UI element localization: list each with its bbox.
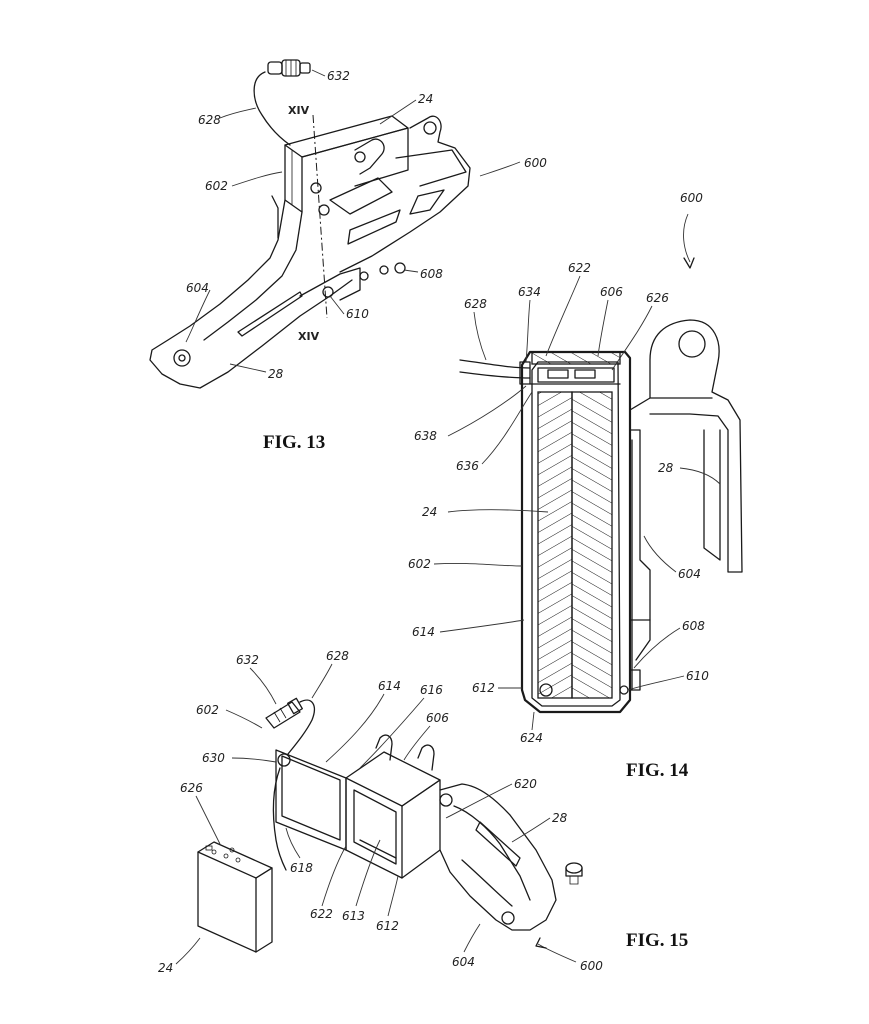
label-600c: 600 (580, 959, 603, 973)
fig15-derailleur-arm (439, 783, 557, 931)
fig13-derailleur-body (149, 115, 471, 389)
fig14-housing (520, 350, 632, 714)
label-608b: 608 (682, 619, 705, 633)
fig13-connector (267, 59, 311, 77)
label-638: 638 (414, 429, 437, 443)
fig15-cable-618 (272, 767, 287, 871)
label-632: 632 (327, 69, 350, 83)
fig15-leader-lines (175, 663, 577, 965)
label-622: 622 (568, 261, 591, 275)
fig14-bracket (619, 319, 743, 695)
label-606c: 606 (426, 711, 449, 725)
label-608: 608 (420, 267, 443, 281)
label-614b: 614 (412, 625, 435, 639)
label-618: 618 (290, 861, 313, 875)
fig14-battery (537, 391, 613, 699)
fig13-cable (253, 71, 291, 146)
label-28: 28 (268, 367, 284, 381)
label-604b: 604 (678, 567, 701, 581)
fig15-battery (197, 841, 273, 953)
label-606: 606 (600, 285, 623, 299)
fig14-leader-lines (433, 275, 721, 731)
label-24c: 24 (158, 961, 173, 975)
fig15-cable (287, 699, 315, 755)
label-613: 613 (342, 909, 365, 923)
label-614c: 614 (378, 679, 401, 693)
figure-13: 632 628 24 XIV 600 602 608 604 610 XIV 2… (149, 59, 547, 453)
label-604: 604 (186, 281, 209, 295)
label-612b: 612 (472, 681, 495, 695)
label-24b: 24 (422, 505, 437, 519)
label-xiv-bottom: XIV (298, 330, 320, 343)
label-622c: 622 (310, 907, 333, 921)
fig15-screw (565, 862, 583, 885)
label-602c: 602 (196, 703, 219, 717)
label-602b: 602 (408, 557, 431, 571)
label-600: 600 (524, 156, 547, 170)
fig14-cable (459, 359, 531, 369)
fig15-housing (345, 734, 441, 879)
fig15-title: FIG. 15 (626, 930, 688, 951)
label-24: 24 (418, 92, 433, 106)
label-28b: 28 (658, 461, 674, 475)
label-626c: 626 (180, 781, 203, 795)
label-28c: 28 (552, 811, 568, 825)
label-616: 616 (420, 683, 443, 697)
label-600b: 600 (680, 191, 703, 205)
label-628: 628 (198, 113, 221, 127)
label-620: 620 (514, 777, 537, 791)
fig15-labels: 632 628 614 616 602 606 630 620 626 28 6… (158, 649, 603, 975)
fig13-labels: 632 628 24 XIV 600 602 608 604 610 XIV 2… (186, 69, 547, 381)
label-624: 624 (520, 731, 543, 745)
label-634: 634 (518, 285, 541, 299)
label-612c: 612 (376, 919, 399, 933)
figure-15: 632 628 614 616 602 606 630 620 626 28 6… (158, 649, 688, 975)
label-632c: 632 (236, 653, 259, 667)
label-628c: 628 (326, 649, 349, 663)
label-610: 610 (346, 307, 369, 321)
label-626: 626 (646, 291, 669, 305)
figure-14: 600 622 606 626 634 628 638 636 28 24 60… (408, 191, 743, 781)
fig15-lid (275, 749, 347, 851)
label-xiv-top: XIV (288, 104, 310, 117)
fig15-connector (265, 697, 303, 729)
fig13-title: FIG. 13 (263, 432, 325, 453)
label-602: 602 (205, 179, 228, 193)
label-604c: 604 (452, 955, 475, 969)
fig13-leader-lines (185, 69, 521, 373)
fig14-title: FIG. 14 (626, 760, 689, 781)
fig14-cap-area (529, 351, 621, 385)
fig14-labels: 600 622 606 626 634 628 638 636 28 24 60… (408, 191, 709, 745)
fig13-section-line (312, 114, 328, 319)
label-610b: 610 (686, 669, 709, 683)
label-628b: 628 (464, 297, 487, 311)
fig13-battery-housing (284, 115, 409, 216)
label-636: 636 (456, 459, 479, 473)
label-630: 630 (202, 751, 225, 765)
